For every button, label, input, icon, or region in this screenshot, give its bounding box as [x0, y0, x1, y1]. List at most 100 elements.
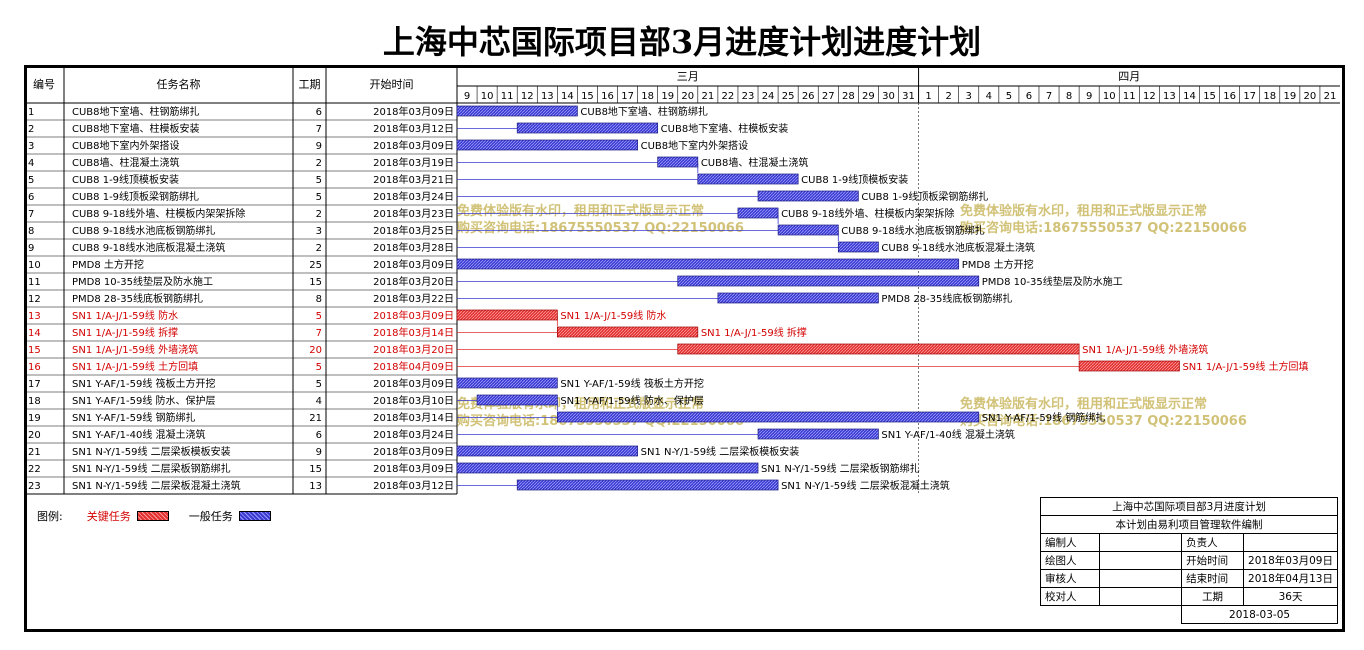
task-bar [737, 207, 779, 219]
task-start: 2018年03月24日 [373, 428, 454, 441]
task-duration: 4 [316, 396, 322, 407]
task-bar [1078, 360, 1180, 372]
task-duration: 2 [316, 209, 322, 220]
task-bar-label: PMD8 土方开挖 [962, 258, 1034, 271]
day-tick-label: 17 [621, 91, 634, 102]
day-tick-label: 19 [661, 91, 674, 102]
task-bar [777, 224, 839, 236]
day-tick-label: 29 [862, 91, 875, 102]
task-name: CUB8地下室墙、柱钢筋绑扎 [72, 105, 200, 118]
task-bar-label: PMD8 10-35线垫层及防水施工 [982, 275, 1123, 288]
task-bar [757, 190, 859, 202]
task-name: SN1 Y-AF/1-59线 钢筋绑扎 [72, 411, 196, 424]
day-tick-label: 18 [641, 91, 654, 102]
task-bar [456, 309, 558, 321]
task-bar-label: SN1 1/A-J/1-59线 拆撑 [701, 326, 807, 339]
task-start: 2018年03月14日 [373, 411, 454, 424]
task-start: 2018年03月09日 [373, 105, 454, 118]
day-tick-label: 2 [945, 91, 951, 102]
task-duration: 2 [316, 158, 322, 169]
task-start: 2018年03月10日 [373, 394, 454, 407]
page-title: 上海中芯国际项目部3月进度计划进度计划 [382, 23, 982, 61]
info-reviewer-label: 审核人 [1039, 569, 1101, 588]
task-name: SN1 1/A-J/1-59线 防水 [72, 309, 178, 322]
task-duration: 5 [316, 379, 322, 390]
day-tick-label: 20 [1304, 91, 1317, 102]
day-tick-label: 30 [882, 91, 895, 102]
task-start: 2018年03月09日 [373, 309, 454, 322]
task-bar-label: CUB8 9-18线外墙、柱模板内架架拆除 [781, 207, 954, 220]
task-start: 2018年03月09日 [373, 462, 454, 475]
task-bar [456, 462, 759, 474]
task-name: SN1 N-Y/1-59线 二层梁板钢筋绑扎 [72, 462, 231, 475]
legend-critical-label: 关键任务 [86, 510, 131, 523]
column-header-name: 任务名称 [157, 77, 201, 91]
task-duration: 8 [316, 294, 322, 305]
day-tick-label: 19 [1283, 91, 1296, 102]
task-name: CUB8 1-9线顶板梁钢筋绑扎 [72, 190, 199, 203]
task-id: 2 [28, 124, 34, 135]
info-end-value: 2018年04月13日 [1243, 569, 1338, 588]
task-id: 8 [28, 226, 34, 237]
legend-normal-label: 一般任务 [188, 510, 233, 523]
day-tick-label: 15 [1203, 91, 1216, 102]
task-start: 2018年03月20日 [373, 275, 454, 288]
task-bar [556, 411, 980, 423]
task-id: 22 [28, 464, 41, 475]
task-id: 12 [28, 294, 41, 305]
task-name: PMD8 10-35线垫层及防水施工 [72, 275, 213, 288]
legend: 图例: 关键任务 一般任务 [37, 508, 271, 524]
day-tick-label: 21 [1324, 91, 1337, 102]
task-start: 2018年03月14日 [373, 326, 454, 339]
task-duration: 5 [316, 311, 322, 322]
task-duration: 9 [316, 447, 322, 458]
watermark-line2: 购买咨询电话:18675550537 QQ:22150066 [960, 220, 1247, 236]
task-name: CUB8地下室内外架搭设 [72, 139, 180, 152]
task-duration: 21 [309, 413, 322, 424]
day-tick-label: 14 [1183, 91, 1196, 102]
task-start: 2018年03月24日 [373, 190, 454, 203]
chart-frame [24, 65, 1345, 632]
task-bar-label: SN1 Y-AF/1-59线 钢筋绑扎 [982, 411, 1106, 424]
day-tick-label: 18 [1263, 91, 1276, 102]
task-duration: 7 [316, 328, 322, 339]
task-start: 2018年03月12日 [373, 122, 454, 135]
task-bar-label: CUB8地下室墙、柱模板安装 [661, 122, 789, 135]
task-duration: 6 [316, 107, 322, 118]
column-header-duration: 工期 [299, 78, 321, 91]
info-duration-value: 36天 [1243, 587, 1338, 606]
watermark-line1: 免费体验版有水印，租用和正式版显示正常 [457, 203, 704, 219]
task-duration: 20 [309, 345, 322, 356]
task-id: 6 [28, 192, 34, 203]
task-bar-label: SN1 1/A-J/1-59线 外墙浇筑 [1082, 343, 1208, 356]
day-tick-label: 12 [521, 91, 534, 102]
task-start: 2018年03月12日 [373, 479, 454, 492]
task-id: 11 [28, 277, 41, 288]
info-end-label: 结束时间 [1181, 569, 1245, 588]
column-header-id: 编号 [33, 77, 55, 91]
task-bar-label: CUB8地下室内外架搭设 [641, 139, 749, 152]
day-tick-label: 9 [1086, 91, 1092, 102]
task-bar [456, 105, 578, 117]
day-tick-label: 20 [681, 91, 694, 102]
task-id: 21 [28, 447, 41, 458]
task-bar [456, 377, 558, 389]
task-duration: 5 [316, 362, 322, 373]
task-name: SN1 N-Y/1-59线 二层梁板模板安装 [72, 445, 231, 458]
task-id: 23 [28, 481, 41, 492]
day-tick-label: 27 [822, 91, 835, 102]
task-id: 20 [28, 430, 41, 441]
info-drawer-value [1099, 551, 1183, 570]
day-tick-label: 14 [561, 91, 574, 102]
info-title: 上海中芯国际项目部3月进度计划 [1040, 497, 1338, 516]
task-name: SN1 Y-AF/1-59线 筏板土方开挖 [72, 377, 216, 390]
task-id: 5 [28, 175, 34, 186]
task-bar-label: SN1 N-Y/1-59线 二层梁板模板安装 [641, 445, 800, 458]
day-tick-label: 31 [902, 91, 915, 102]
day-tick-label: 13 [1163, 91, 1176, 102]
day-tick-label: 17 [1243, 91, 1256, 102]
task-bar-label: SN1 Y-AF/1-59线 防水、保护层 [560, 394, 704, 407]
task-bar [717, 292, 879, 304]
task-bar [837, 241, 879, 253]
info-editor-label: 编制人 [1039, 533, 1101, 552]
